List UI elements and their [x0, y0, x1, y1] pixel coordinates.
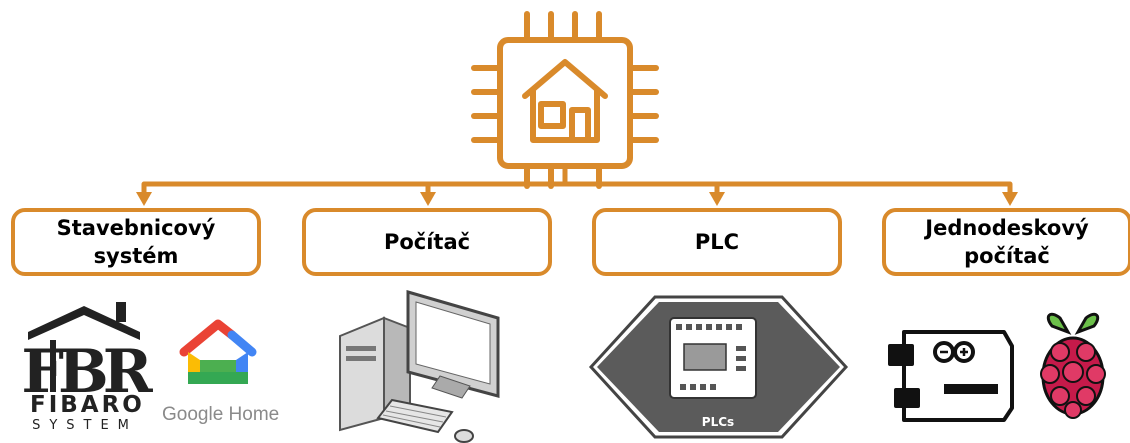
google-home-label: Google Home — [162, 404, 280, 425]
category-box-stavebnicovy-system: Stavebnicový systém — [11, 208, 261, 276]
category-box-jednodeskovy-pocitac: Jednodeskový počítač — [882, 208, 1130, 276]
google-home-logo — [179, 319, 257, 384]
computer-icon — [339, 290, 500, 443]
category-box-plc: PLC — [592, 208, 842, 276]
fibaro-logo: FBR — [21, 302, 160, 407]
category-box-pocitac: Počítač — [302, 208, 552, 276]
connector-lines — [141, 163, 1013, 199]
raspberry-pi-icon — [1040, 312, 1106, 419]
fibaro-wordmark: FIBARO — [30, 392, 145, 418]
arduino-board-icon — [888, 330, 1014, 422]
category-label: Jednodeskový počítač — [925, 216, 1089, 268]
plc-badge-icon — [588, 295, 849, 439]
plc-badge-label: PLCs — [701, 415, 735, 429]
category-label: Počítač — [383, 230, 471, 254]
chip-house-icon — [471, 11, 659, 189]
svg-text:FBR: FBR — [21, 337, 153, 407]
arrow-heads — [136, 192, 1018, 206]
category-label: PLC — [694, 230, 740, 254]
fibaro-subtitle: SYSTEM — [32, 418, 138, 433]
category-label: Stavebnicový systém — [56, 216, 216, 268]
